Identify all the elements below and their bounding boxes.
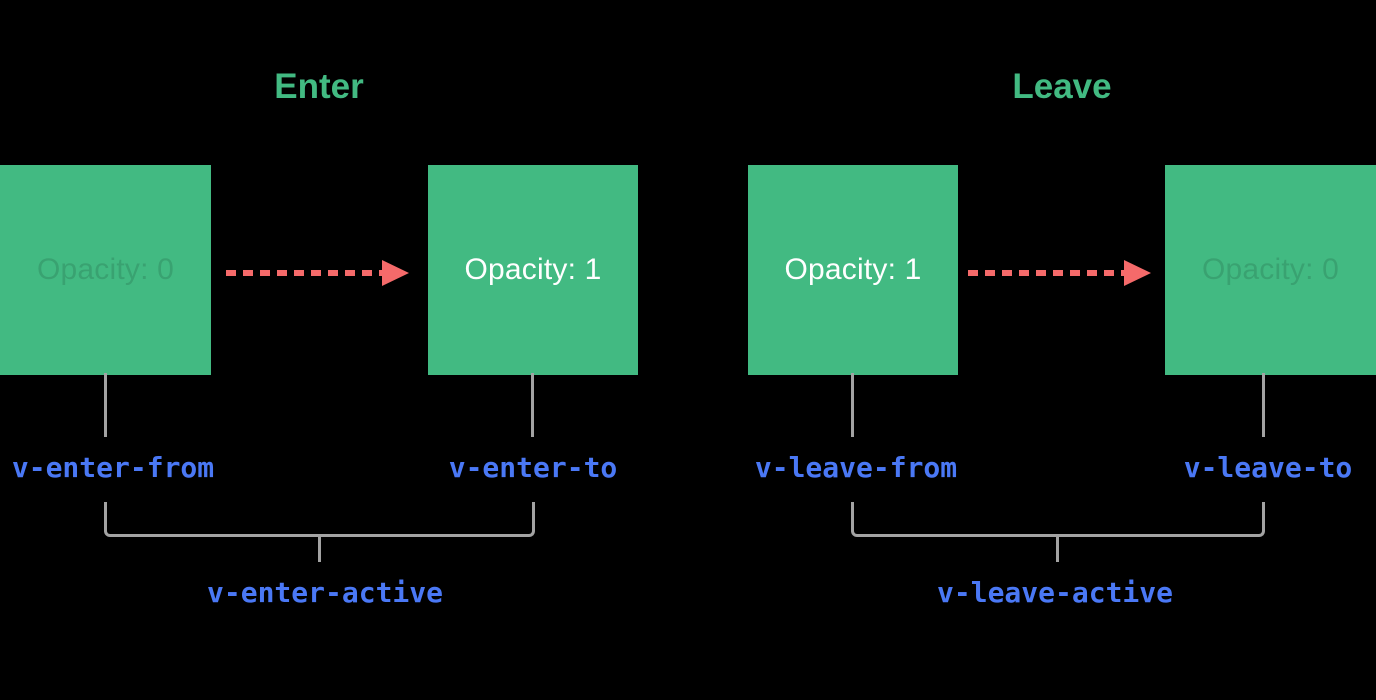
box-v-enter-to: Opacity: 1: [428, 165, 638, 375]
class-label-v-enter-to: v-enter-to: [448, 451, 618, 484]
class-label-v-leave-active: v-leave-active: [936, 576, 1174, 609]
enter-section-title: Enter: [274, 67, 364, 106]
enter-active-bracket: [104, 502, 535, 537]
leave-active-bracket-tail: [1056, 535, 1059, 562]
dashed-arrow-icon: [968, 260, 1151, 286]
connector-line: [531, 373, 534, 437]
opacity-value-label: Opacity: 1: [464, 253, 602, 286]
class-label-v-enter-active: v-enter-active: [206, 576, 444, 609]
class-label-v-leave-to: v-leave-to: [1183, 451, 1353, 484]
connector-line: [851, 373, 854, 437]
class-label-v-leave-from: v-leave-from: [754, 451, 958, 484]
class-label-v-enter-from: v-enter-from: [11, 451, 215, 484]
connector-line: [1262, 373, 1265, 437]
opacity-value-label: Opacity: 1: [784, 253, 922, 286]
opacity-value-label: Opacity: 0: [1201, 253, 1340, 286]
connector-line: [104, 373, 107, 437]
dashed-arrow-icon: [226, 260, 409, 286]
opacity-value-label: Opacity: 0: [36, 253, 175, 286]
leave-active-bracket: [851, 502, 1265, 537]
leave-section-title: Leave: [1012, 67, 1112, 106]
box-v-leave-to: Opacity: 0: [1165, 165, 1376, 375]
box-v-leave-from: Opacity: 1: [748, 165, 958, 375]
box-v-enter-from: Opacity: 0: [0, 165, 211, 375]
enter-active-bracket-tail: [318, 535, 321, 562]
